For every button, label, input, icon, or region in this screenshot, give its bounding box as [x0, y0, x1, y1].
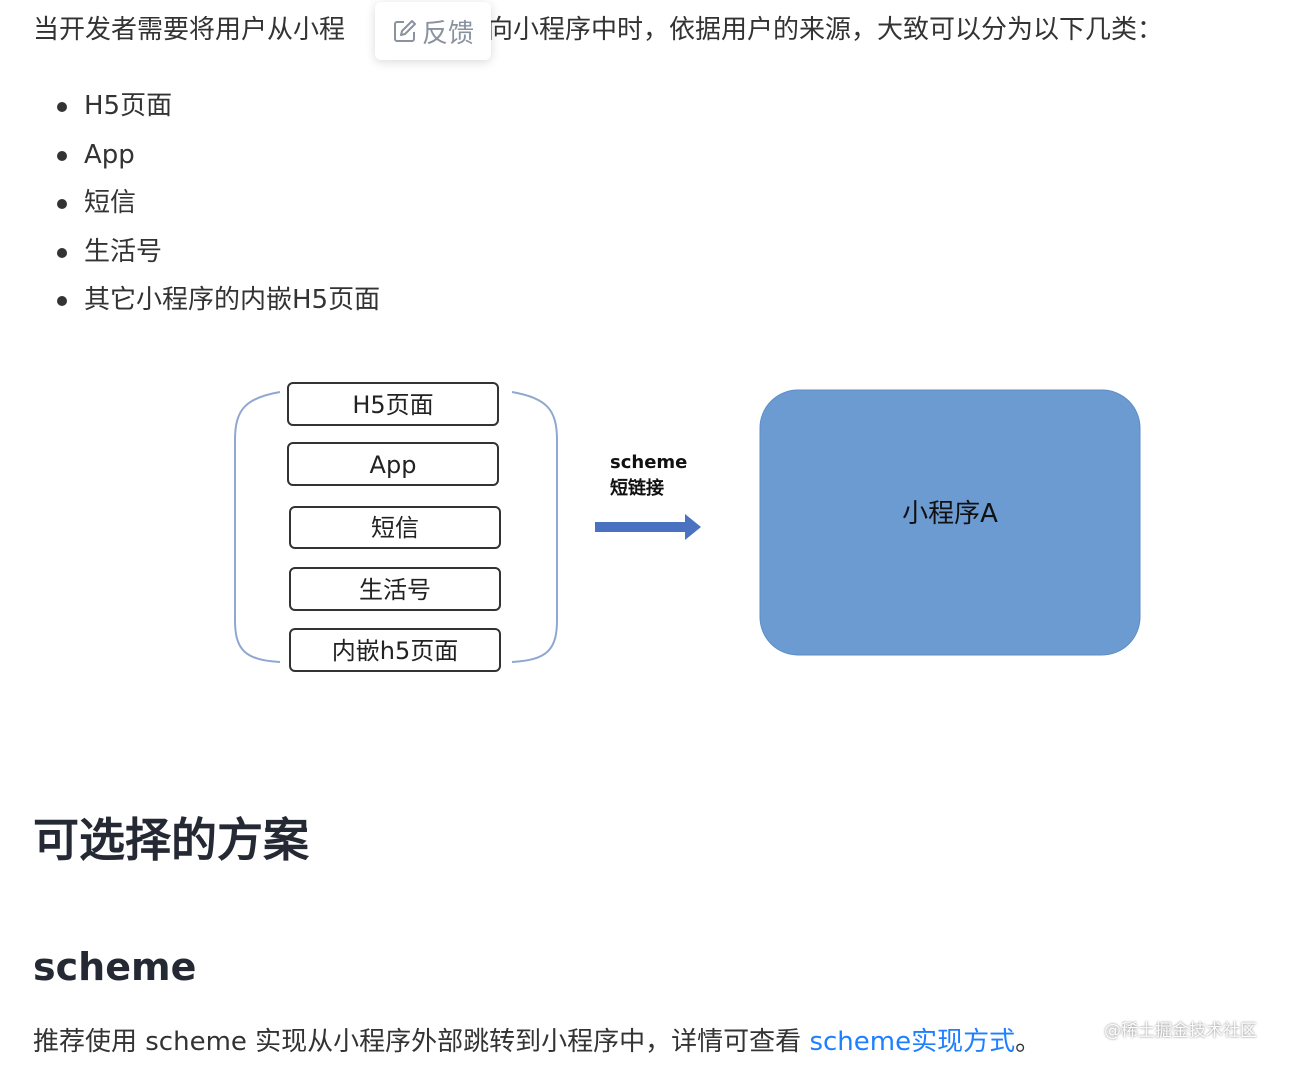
- intro-text-before: 当开发者需要将用户从小程: [33, 15, 346, 45]
- bullet-dot: [57, 102, 67, 112]
- list-item: 短信: [50, 179, 380, 228]
- intro-text-after: 转向小程序中时，依据用户的来源，大致可以分为以下几类：: [461, 15, 1164, 45]
- bullet-dot: [57, 150, 67, 161]
- bullet-dot: [57, 247, 67, 258]
- list-item-text: 短信: [84, 188, 137, 218]
- subsection-title: scheme: [33, 945, 197, 989]
- list-item: App: [50, 131, 380, 180]
- bullet-dot: [57, 296, 67, 306]
- source-box-h5: H5页面: [287, 382, 499, 426]
- source-box-label: 短信: [371, 514, 419, 542]
- watermark: @稀土掘金技术社区: [1104, 1021, 1257, 1041]
- bullet-dot: [57, 199, 67, 209]
- source-box-label: 内嵌h5页面: [332, 637, 458, 665]
- feedback-label: 反馈: [421, 18, 474, 49]
- list-item-text: 其它小程序的内嵌H5页面: [84, 285, 381, 315]
- paragraph-end: 。: [1015, 1027, 1042, 1057]
- target-miniprogram-box: 小程序A: [759, 389, 1141, 656]
- source-box-lifeaccount: 生活号: [289, 567, 501, 611]
- source-box-app: App: [287, 442, 499, 486]
- flow-diagram-svg: H5页面 App 短信 生活号 内嵌h5页面 scheme 短链接: [234, 382, 1141, 672]
- source-list: H5页面 App 短信 生活号 其它小程序的内嵌H5页面: [50, 82, 380, 325]
- arrow-label-line2: 短链接: [610, 477, 664, 499]
- source-box-label: 生活号: [359, 576, 431, 604]
- list-item-text: H5页面: [84, 91, 173, 121]
- target-label: 小程序A: [902, 499, 998, 529]
- scheme-paragraph: 推荐使用 scheme 实现从小程序外部跳转到小程序中，详情可查看 scheme…: [33, 1022, 1041, 1062]
- left-brace: [234, 391, 281, 663]
- source-box-embedded-h5: 内嵌h5页面: [289, 628, 501, 672]
- source-box-sms: 短信: [289, 506, 501, 549]
- paragraph-text: 推荐使用 scheme 实现从小程序外部跳转到小程序中，详情可查看: [33, 1027, 810, 1057]
- list-item: 其它小程序的内嵌H5页面: [50, 276, 380, 325]
- arrow-label-line1: scheme: [610, 452, 687, 473]
- list-item-text: App: [84, 139, 135, 170]
- source-box-label: H5页面: [352, 391, 433, 419]
- intro-paragraph: 当开发者需要将用户从小程 转向小程序中时，依据用户的来源，大致可以分为以下几类：: [33, 10, 1273, 50]
- edit-icon: [392, 18, 418, 44]
- section-title: 可选择的方案: [33, 813, 309, 867]
- right-brace: [511, 391, 558, 663]
- scheme-doc-link[interactable]: scheme实现方式: [809, 1027, 1016, 1057]
- right-arrow-icon: [595, 514, 701, 540]
- feedback-button[interactable]: 反馈: [375, 2, 491, 60]
- list-item-text: 生活号: [84, 236, 163, 267]
- list-item: 生活号: [50, 228, 380, 277]
- flow-diagram: H5页面 App 短信 生活号 内嵌h5页面 scheme 短链接: [225, 370, 1155, 680]
- source-box-label: App: [370, 451, 417, 479]
- list-item: H5页面: [50, 82, 380, 131]
